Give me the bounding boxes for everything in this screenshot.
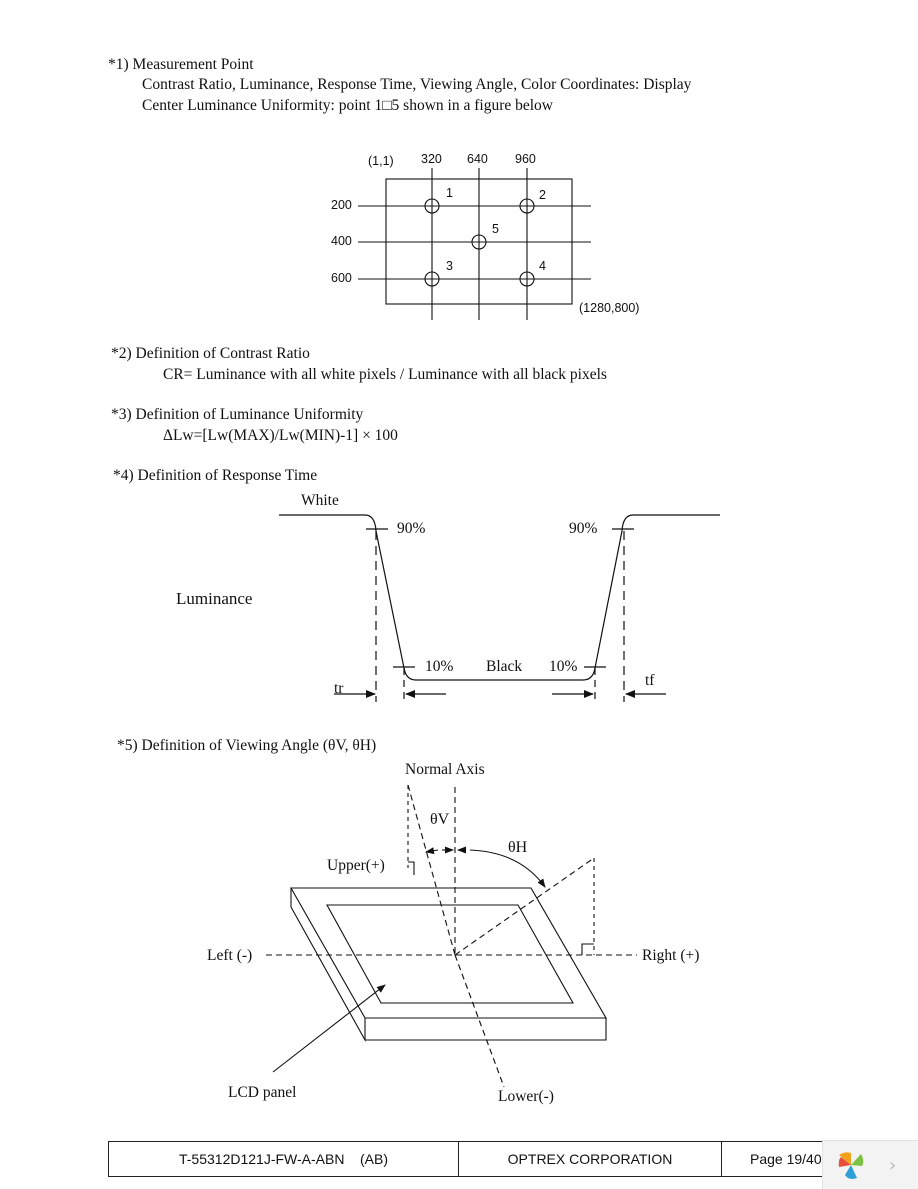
panel-left-edge — [290, 888, 366, 1043]
chevron-right-icon[interactable]: › — [889, 1155, 897, 1176]
contrast-ratio-formula: CR= Luminance with all white pixels / Lu… — [163, 366, 607, 383]
point-3-marker — [424, 271, 440, 287]
p90-left-label: 90% — [397, 520, 426, 537]
horizontal-tilt-line — [454, 857, 595, 956]
right-angle-mark — [581, 943, 594, 955]
theta-v-arrow-left — [425, 847, 439, 855]
col-label-640: 640 — [467, 152, 488, 166]
page-footer: T-55312D121J-FW-A-ABN (AB) OPTREX CORPOR… — [108, 1141, 852, 1177]
theta-v-label: θV — [430, 811, 450, 828]
section1-line2: Center Luminance Uniformity: point 1□5 s… — [142, 97, 553, 114]
footer-page-number: Page 19/40 — [750, 1151, 822, 1167]
section5-heading: *5) Definition of Viewing Angle (θV, θH) — [117, 737, 377, 754]
p10-left-label: 10% — [425, 658, 454, 675]
viewer-nav-widget[interactable]: › — [822, 1140, 918, 1189]
lcd-panel-pointer — [272, 984, 386, 1073]
row-label-600: 600 — [331, 271, 352, 285]
p10-right-label: 10% — [549, 658, 578, 675]
point-4-marker — [519, 271, 535, 287]
uniformity-formula: ΔLw=[Lw(MAX)/Lw(MIN)-1] × 100 — [163, 427, 398, 444]
footer-company: OPTREX CORPORATION — [459, 1142, 722, 1176]
section3-heading: *3) Definition of Luminance Uniformity — [111, 406, 364, 423]
corner-label: (1280,800) — [579, 301, 640, 315]
panel-bottom-edge — [365, 1018, 607, 1041]
point-3-label: 3 — [446, 259, 453, 273]
point-2-marker — [519, 198, 535, 214]
white-label: White — [301, 492, 339, 509]
tf-label: tf — [645, 672, 655, 689]
theta-h-label: θH — [508, 839, 528, 856]
upper-angle-mark — [408, 861, 415, 875]
section4-heading: *4) Definition of Response Time — [113, 467, 318, 484]
response-time-diagram — [279, 514, 720, 702]
origin-label: (1,1) — [368, 154, 394, 168]
section1-line1: Contrast Ratio, Luminance, Response Time… — [142, 76, 692, 93]
measurement-point-figure — [358, 168, 591, 320]
row-label-400: 400 — [331, 234, 352, 248]
luminance-waveform — [279, 514, 720, 681]
point-4-label: 4 — [539, 259, 546, 273]
pinwheel-logo-icon[interactable] — [831, 1145, 871, 1185]
point-5-label: 5 — [492, 222, 499, 236]
normal-axis-label: Normal Axis — [405, 761, 485, 778]
left-label: Left (-) — [207, 947, 253, 964]
lower-direction-line — [454, 954, 505, 1088]
right-label: Right (+) — [642, 947, 700, 964]
theta-h-arc-arrow — [469, 849, 546, 888]
point-1-marker — [424, 198, 440, 214]
p90-right-label: 90% — [569, 520, 598, 537]
point-5-marker — [471, 234, 487, 250]
black-label: Black — [486, 658, 523, 675]
point-1-label: 1 — [446, 186, 453, 200]
footer-part-number: T-55312D121J-FW-A-ABN (AB) — [109, 1142, 459, 1176]
section1-heading: *1) Measurement Point — [108, 56, 254, 73]
lcd-active-area — [326, 904, 574, 1004]
lcd-panel-label: LCD panel — [228, 1084, 297, 1101]
row-label-200: 200 — [331, 198, 352, 212]
col-label-320: 320 — [421, 152, 442, 166]
viewing-angle-diagram — [266, 784, 637, 1088]
upper-label: Upper(+) — [327, 857, 385, 874]
col-label-960: 960 — [515, 152, 536, 166]
panel-top-face — [290, 887, 607, 1019]
section2-heading: *2) Definition of Contrast Ratio — [111, 345, 310, 362]
lower-label: Lower(-) — [498, 1088, 554, 1105]
luminance-axis-label: Luminance — [176, 589, 253, 608]
point-2-label: 2 — [539, 188, 546, 202]
tr-label: tr — [334, 680, 344, 697]
